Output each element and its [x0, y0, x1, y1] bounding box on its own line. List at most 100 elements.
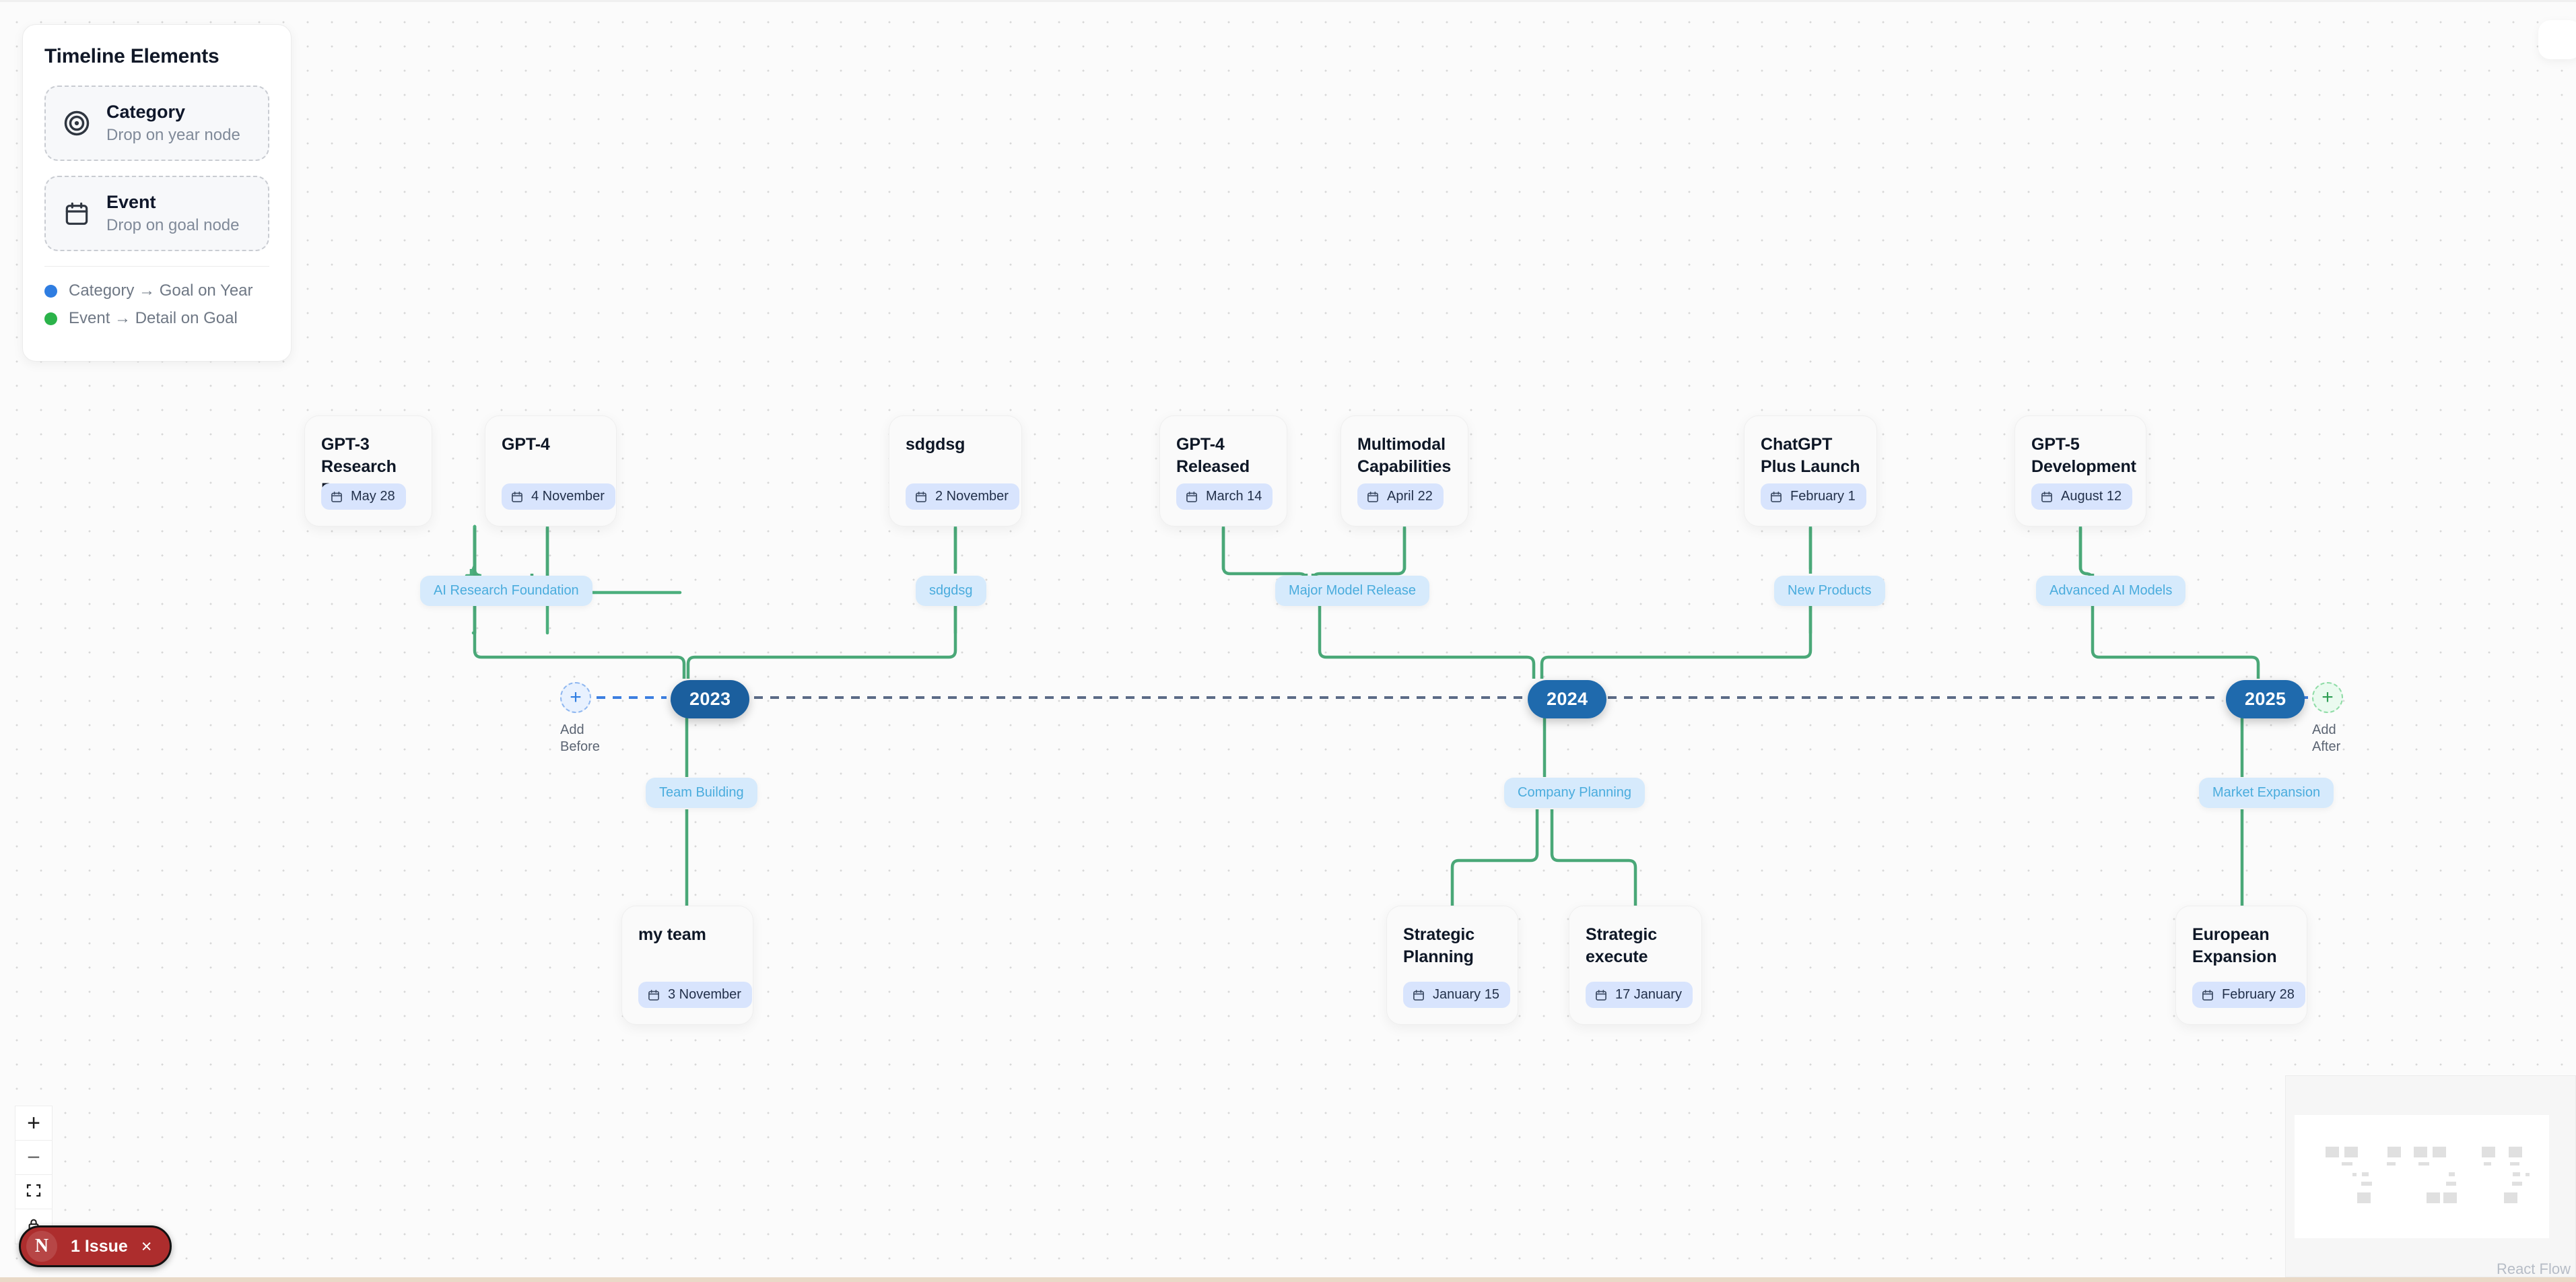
minus-icon: −	[27, 1145, 40, 1170]
add-after-button[interactable]: +	[2312, 682, 2343, 713]
event-card-date: 4 November	[502, 483, 615, 510]
minimap-node	[2414, 1147, 2427, 1157]
event-card-title: my team	[638, 925, 706, 944]
panel-title: Timeline Elements	[44, 45, 219, 67]
minimap-node	[2387, 1147, 2401, 1157]
event-card-date-label: January 15	[1433, 987, 1499, 1002]
goal-node[interactable]: Company Planning	[1504, 778, 1645, 808]
minimap-node	[2510, 1162, 2519, 1166]
add-after-label: Add After	[2312, 722, 2366, 755]
event-card-date: 3 November	[638, 982, 752, 1008]
event-card-title: Strategic execute	[1586, 925, 1658, 967]
event-card-date-label: 4 November	[531, 489, 605, 504]
zoom-controls: + −	[15, 1106, 53, 1244]
event-card-title: GPT-5 Development	[2031, 435, 2136, 477]
event-card-title: sdgdsg	[906, 435, 965, 454]
zoom-out-button[interactable]: −	[15, 1141, 52, 1175]
minimap[interactable]	[2285, 1075, 2576, 1277]
event-card-title: ChatGPT Plus Launch	[1761, 435, 1860, 477]
minimap-node	[2526, 1173, 2530, 1176]
minimap-node	[2357, 1192, 2371, 1203]
legend-label: Event → Detail on Goal	[69, 309, 238, 327]
add-before-button[interactable]: +	[560, 682, 591, 713]
event-card-date: March 14	[1176, 483, 1273, 510]
minimap-node	[2433, 1147, 2446, 1157]
event-card-date: August 12	[2031, 483, 2133, 510]
legend-dot-blue	[44, 284, 57, 298]
event-card[interactable]: GPT-3 Research Paper May 28	[304, 415, 432, 527]
event-card-date-label: February 1	[1790, 489, 1856, 504]
bottom-divider	[0, 1277, 2576, 1282]
minimap-node	[2387, 1162, 2396, 1166]
year-node-2023[interactable]: 2023	[671, 680, 750, 718]
event-card-date-label: August 12	[2061, 489, 2122, 504]
minimap-node	[2418, 1162, 2429, 1166]
minimap-node	[2482, 1147, 2495, 1157]
event-card[interactable]: GPT-4 4 November	[485, 415, 617, 527]
goal-node[interactable]: AI Research Foundation	[420, 576, 592, 606]
nextjs-logo-icon: N	[26, 1231, 57, 1262]
fit-view-button[interactable]	[15, 1175, 52, 1209]
palette-item-event[interactable]: Event Drop on goal node	[44, 176, 269, 251]
add-before-label-line2: Before	[560, 739, 600, 754]
react-flow-attribution[interactable]: React Flow	[2496, 1260, 2571, 1277]
legend-dot-green	[44, 312, 57, 325]
event-card-title: GPT-4	[502, 435, 550, 454]
event-card-date: 2 November	[906, 483, 1019, 510]
goal-node[interactable]: Major Model Release	[1275, 576, 1429, 606]
goal-node[interactable]: sdgdsg	[916, 576, 986, 606]
event-card-date: April 22	[1357, 483, 1444, 510]
add-before-label: Add Before	[560, 722, 614, 755]
event-card[interactable]: Strategic execute 17 January	[1569, 906, 1702, 1025]
event-card[interactable]: Multimodal Capabilities April 22	[1341, 415, 1468, 527]
minimap-node	[2512, 1182, 2522, 1186]
event-card-title: Multimodal Capabilities	[1357, 435, 1452, 477]
event-card[interactable]: European Expansion February 28	[2175, 906, 2307, 1025]
event-card-date-label: 17 January	[1615, 987, 1682, 1002]
goal-node[interactable]: Team Building	[646, 778, 757, 808]
issue-badge[interactable]: N 1 Issue ×	[19, 1225, 172, 1267]
event-card-date: 17 January	[1586, 982, 1693, 1008]
palette-item-sub: Drop on goal node	[106, 216, 240, 234]
event-card[interactable]: ChatGPT Plus Launch February 1	[1744, 415, 1877, 527]
minimap-viewport[interactable]	[2295, 1115, 2549, 1238]
close-icon[interactable]: ×	[141, 1236, 152, 1256]
year-node-2024[interactable]: 2024	[1528, 680, 1607, 718]
event-card[interactable]: GPT-5 Development August 12	[2014, 415, 2146, 527]
minimap-node	[2352, 1173, 2357, 1176]
top-divider	[0, 0, 2576, 2]
minimap-node	[2446, 1182, 2456, 1186]
minimap-node	[2344, 1147, 2358, 1157]
fit-view-icon	[26, 1182, 42, 1202]
year-node-2025[interactable]: 2025	[2226, 680, 2305, 718]
event-card-title: European Expansion	[2192, 925, 2277, 967]
event-card-date-label: May 28	[351, 489, 395, 504]
event-card[interactable]: GPT-4 Released March 14	[1159, 415, 1287, 527]
goal-node[interactable]: Advanced AI Models	[2036, 576, 2186, 606]
zoom-in-button[interactable]: +	[15, 1106, 52, 1141]
event-card-title: Strategic Planning	[1403, 925, 1475, 967]
event-card-date: February 1	[1761, 483, 1866, 510]
event-card[interactable]: sdgdsg 2 November	[889, 415, 1022, 527]
event-card-date-label: February 28	[2222, 987, 2295, 1002]
minimap-node	[2362, 1172, 2369, 1176]
minimap-node	[2509, 1147, 2522, 1157]
event-card[interactable]: Strategic Planning January 15	[1386, 906, 1518, 1025]
goal-node[interactable]: Market Expansion	[2199, 778, 2334, 808]
palette-item-category[interactable]: Category Drop on year node	[44, 86, 269, 161]
event-card-date-label: 2 November	[935, 489, 1009, 504]
event-card[interactable]: my team 3 November	[621, 906, 753, 1025]
palette-item-name: Event	[106, 192, 156, 212]
add-before-label-line1: Add	[560, 722, 584, 737]
goal-node[interactable]: New Products	[1774, 576, 1885, 606]
minimap-node	[2427, 1192, 2440, 1203]
issue-count-label: 1 Issue	[71, 1236, 128, 1256]
legend-row-event: Event → Detail on Goal	[44, 309, 269, 328]
event-card-date-label: April 22	[1387, 489, 1433, 504]
minimap-node	[2449, 1172, 2455, 1176]
palette-item-sub: Drop on year node	[106, 126, 240, 144]
calendar-icon	[62, 199, 92, 228]
event-card-date-label: March 14	[1206, 489, 1262, 504]
